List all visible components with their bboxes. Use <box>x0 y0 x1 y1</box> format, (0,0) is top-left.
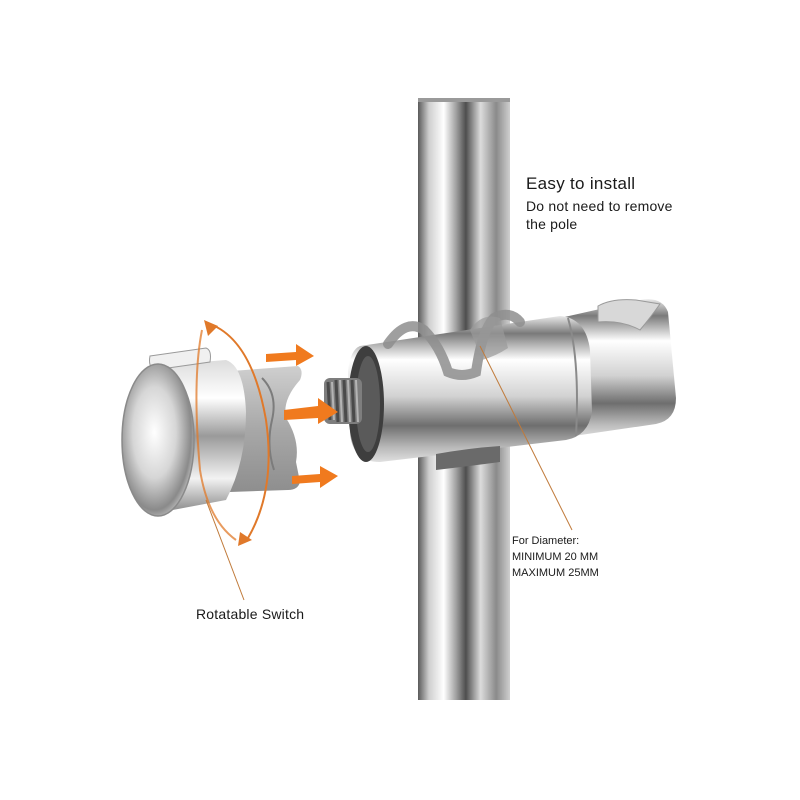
threaded-screw <box>324 378 362 424</box>
diameter-minimum: MINIMUM 20 MM <box>512 551 599 563</box>
subtitle-line-2: the pole <box>526 216 578 232</box>
subtitle-line-1: Do not need to remove <box>526 198 673 214</box>
leader-lines <box>205 345 573 601</box>
bracket-body <box>348 299 676 470</box>
orange-arrow-icon <box>266 344 338 488</box>
headline-text: Easy to install <box>526 174 636 193</box>
diameter-label: For Diameter: <box>512 535 580 547</box>
rotation-arrow-icon <box>195 320 270 546</box>
rotatable-switch <box>121 347 302 517</box>
diameter-maximum: MAXIMUM 25MM <box>512 567 599 579</box>
rotatable-switch-label: Rotatable Switch <box>196 606 305 622</box>
